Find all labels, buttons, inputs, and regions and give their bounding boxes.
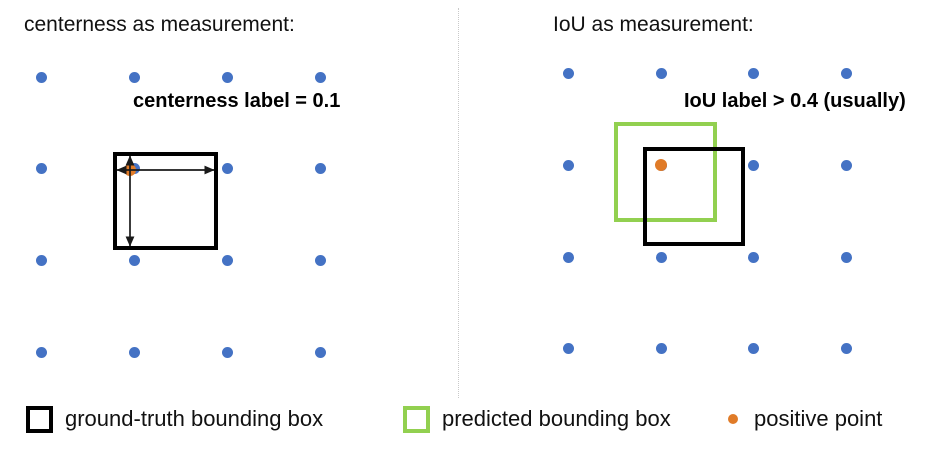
left-positive-point — [124, 164, 136, 176]
right-grid-point-3-2 — [747, 342, 759, 354]
right-grid-point-2-2 — [747, 251, 759, 263]
left-grid-point-3-0 — [35, 346, 47, 358]
legend: ground-truth bounding box predicted boun… — [0, 398, 951, 449]
left-grid-point-1-0 — [35, 162, 47, 174]
green-square-outline-icon — [403, 405, 430, 433]
right-grid-point-0-2 — [747, 67, 759, 79]
right-grid-point-0-0 — [562, 67, 574, 79]
left-grid-point-0-3 — [314, 71, 326, 83]
right-grid-point-3-3 — [840, 342, 852, 354]
legend-item-positive-point: positive point — [724, 402, 882, 436]
legend-label-predicted: predicted bounding box — [442, 406, 671, 431]
right-grid-point-1-3 — [840, 159, 852, 171]
right-predicted-box — [614, 122, 717, 222]
legend-item-predicted: predicted bounding box — [403, 402, 671, 436]
left-grid-point-1-3 — [314, 162, 326, 174]
left-grid-point-2-1 — [128, 254, 140, 266]
left-grid-point-0-0 — [35, 71, 47, 83]
left-grid-point-2-3 — [314, 254, 326, 266]
left-grid-point-1-2 — [221, 162, 233, 174]
right-grid-point-2-3 — [840, 251, 852, 263]
left-grid-point-0-2 — [221, 71, 233, 83]
left-ground-truth-box — [113, 152, 218, 250]
left-grid-point-3-1 — [128, 346, 140, 358]
left-grid-point-2-0 — [35, 254, 47, 266]
centerness-label-annotation: centerness label = 0.1 — [133, 90, 341, 112]
legend-label-ground-truth: ground-truth bounding box — [65, 406, 324, 431]
left-panel-title: centerness as measurement: — [24, 13, 295, 36]
orange-dot-icon — [728, 414, 738, 424]
right-grid-point-2-1 — [655, 251, 667, 263]
right-ground-truth-box — [643, 147, 745, 246]
left-grid-point-3-2 — [221, 346, 233, 358]
right-grid-point-3-1 — [655, 342, 667, 354]
legend-item-ground-truth: ground-truth bounding box — [26, 402, 323, 436]
right-grid-point-2-0 — [562, 251, 574, 263]
right-positive-point — [655, 159, 667, 171]
right-grid-point-3-0 — [562, 342, 574, 354]
right-grid-point-1-0 — [562, 159, 574, 171]
panel-divider — [458, 8, 459, 398]
right-grid-point-0-3 — [840, 67, 852, 79]
right-grid-point-0-1 — [655, 67, 667, 79]
left-grid-point-3-3 — [314, 346, 326, 358]
iou-label-annotation: IoU label > 0.4 (usually) — [684, 90, 906, 112]
left-grid-point-2-2 — [221, 254, 233, 266]
legend-label-positive-point: positive point — [754, 406, 883, 431]
right-grid-point-1-2 — [747, 159, 759, 171]
left-grid-point-0-1 — [128, 71, 140, 83]
right-panel-title: IoU as measurement: — [553, 13, 754, 36]
black-square-outline-icon — [26, 405, 53, 433]
